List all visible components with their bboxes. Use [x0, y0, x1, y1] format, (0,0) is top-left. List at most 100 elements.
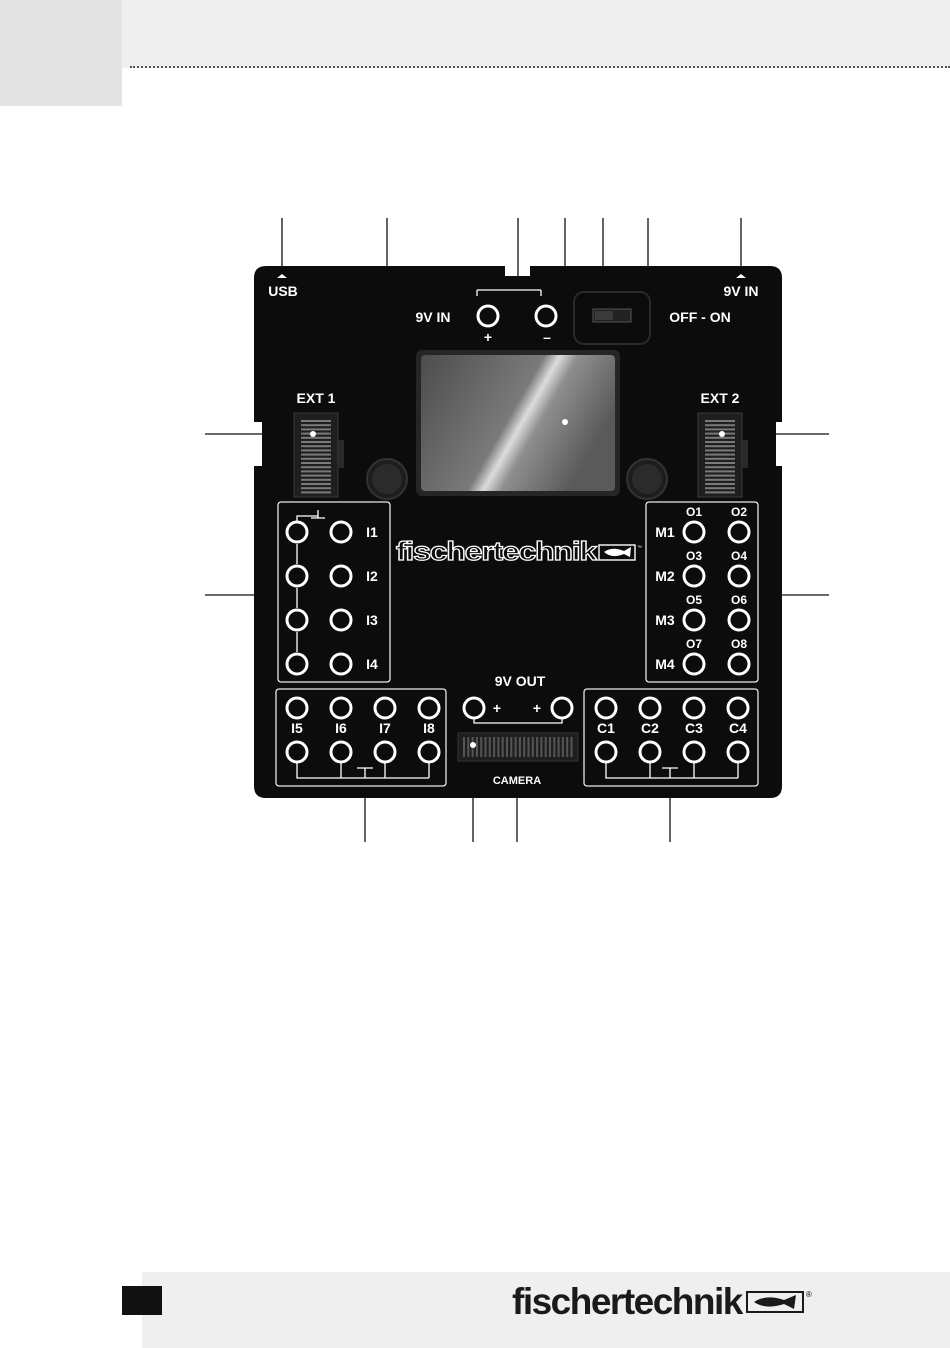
left-button-face	[372, 464, 402, 494]
power-in-minus-socket[interactable]	[536, 306, 556, 326]
power-in-plus-label: +	[484, 329, 492, 345]
output-socket-o4[interactable]	[729, 566, 749, 586]
connector-pin	[705, 458, 735, 460]
input-label-i7: I7	[379, 720, 391, 736]
camera-pin	[540, 737, 542, 757]
touch-display[interactable]	[421, 355, 615, 491]
display-callout-dot	[562, 419, 568, 425]
counter-socket-c1[interactable]	[596, 698, 616, 718]
camera-pin	[545, 737, 547, 757]
ground-socket-i7[interactable]	[375, 742, 395, 762]
power-in-minus-label: –	[543, 329, 551, 345]
connector-pin	[301, 470, 331, 472]
motor-label-m1: M1	[655, 524, 675, 540]
output-socket-o8[interactable]	[729, 654, 749, 674]
camera-pin	[463, 737, 465, 757]
motor-label-m4: M4	[655, 656, 675, 672]
svg-text:™: ™	[637, 545, 642, 551]
input-label-i4: I4	[366, 656, 378, 672]
input-label-i5: I5	[291, 720, 303, 736]
output-label-o1: O1	[686, 505, 702, 519]
output-label-o4: O4	[731, 549, 747, 563]
output-socket-o7[interactable]	[684, 654, 704, 674]
power-jack-label: 9V IN	[723, 283, 758, 299]
ext1-callout-dot	[310, 431, 316, 437]
usb-label: USB	[268, 283, 298, 299]
ground-socket-i6[interactable]	[331, 742, 351, 762]
camera-pin	[515, 737, 517, 757]
footer-logo: fischertechnik ®	[512, 1280, 812, 1324]
ground-socket-4[interactable]	[287, 654, 307, 674]
output-socket-o5[interactable]	[684, 610, 704, 630]
connector-pin	[301, 483, 331, 485]
output-socket-o6[interactable]	[729, 610, 749, 630]
counter-ground-socket-c2[interactable]	[640, 742, 660, 762]
switch-label: OFF - ON	[669, 309, 730, 325]
connector-pin	[301, 449, 331, 451]
connector-pin	[301, 445, 331, 447]
input-socket-i5[interactable]	[287, 698, 307, 718]
counter-socket-c3[interactable]	[684, 698, 704, 718]
connector-pin	[705, 428, 735, 430]
counter-ground-socket-c4[interactable]	[728, 742, 748, 762]
power-out-socket-1[interactable]	[464, 698, 484, 718]
ground-socket-3[interactable]	[287, 610, 307, 630]
camera-pin	[467, 737, 469, 757]
input-label-i8: I8	[423, 720, 435, 736]
power-out-socket-2[interactable]	[552, 698, 572, 718]
camera-connector[interactable]	[458, 733, 578, 761]
counter-ground-socket-c1[interactable]	[596, 742, 616, 762]
output-socket-o3[interactable]	[684, 566, 704, 586]
connector-pin	[301, 475, 331, 477]
connector-pin	[301, 466, 331, 468]
right-button-face	[632, 464, 662, 494]
input-socket-i6[interactable]	[331, 698, 351, 718]
connector-pin	[705, 437, 735, 439]
ground-socket-1[interactable]	[287, 522, 307, 542]
counter-socket-c2[interactable]	[640, 698, 660, 718]
connector-pin	[301, 454, 331, 456]
input-socket-i3[interactable]	[331, 610, 351, 630]
counter-socket-c4[interactable]	[728, 698, 748, 718]
power-out-plus-2: +	[533, 700, 541, 716]
input-socket-i8[interactable]	[419, 698, 439, 718]
motor-label-m3: M3	[655, 612, 675, 628]
counter-ground-socket-c3[interactable]	[684, 742, 704, 762]
input-socket-i7[interactable]	[375, 698, 395, 718]
connector-pin	[705, 454, 735, 456]
fish-logo-icon	[746, 1291, 804, 1313]
connector-pin	[705, 449, 735, 451]
output-socket-o2[interactable]	[729, 522, 749, 542]
ext1-connector[interactable]	[294, 413, 344, 497]
connector-pin	[705, 441, 735, 443]
connector-pin	[301, 441, 331, 443]
ext2-label: EXT 2	[701, 390, 740, 406]
ground-socket-2[interactable]	[287, 566, 307, 586]
connector-pin	[705, 420, 735, 422]
ground-socket-i5[interactable]	[287, 742, 307, 762]
ground-socket-i8[interactable]	[419, 742, 439, 762]
camera-pin	[476, 737, 478, 757]
connector-pin	[301, 479, 331, 481]
connector-pin	[301, 433, 331, 435]
connector-pin	[301, 437, 331, 439]
connector-pin	[705, 475, 735, 477]
input-socket-i1[interactable]	[331, 522, 351, 542]
output-label-o6: O6	[731, 593, 747, 607]
camera-pin	[571, 737, 573, 757]
output-socket-o1[interactable]	[684, 522, 704, 542]
camera-pin	[553, 737, 555, 757]
connector-pin	[705, 487, 735, 489]
camera-pin	[532, 737, 534, 757]
power-in-plus-socket[interactable]	[478, 306, 498, 326]
connector-pin	[705, 424, 735, 426]
connector-pin	[705, 470, 735, 472]
connector-pin	[301, 424, 331, 426]
input-socket-i4[interactable]	[331, 654, 351, 674]
output-label-o3: O3	[686, 549, 702, 563]
input-socket-i2[interactable]	[331, 566, 351, 586]
ext2-connector[interactable]	[698, 413, 748, 497]
camera-pin	[497, 737, 499, 757]
connector-pin	[301, 420, 331, 422]
